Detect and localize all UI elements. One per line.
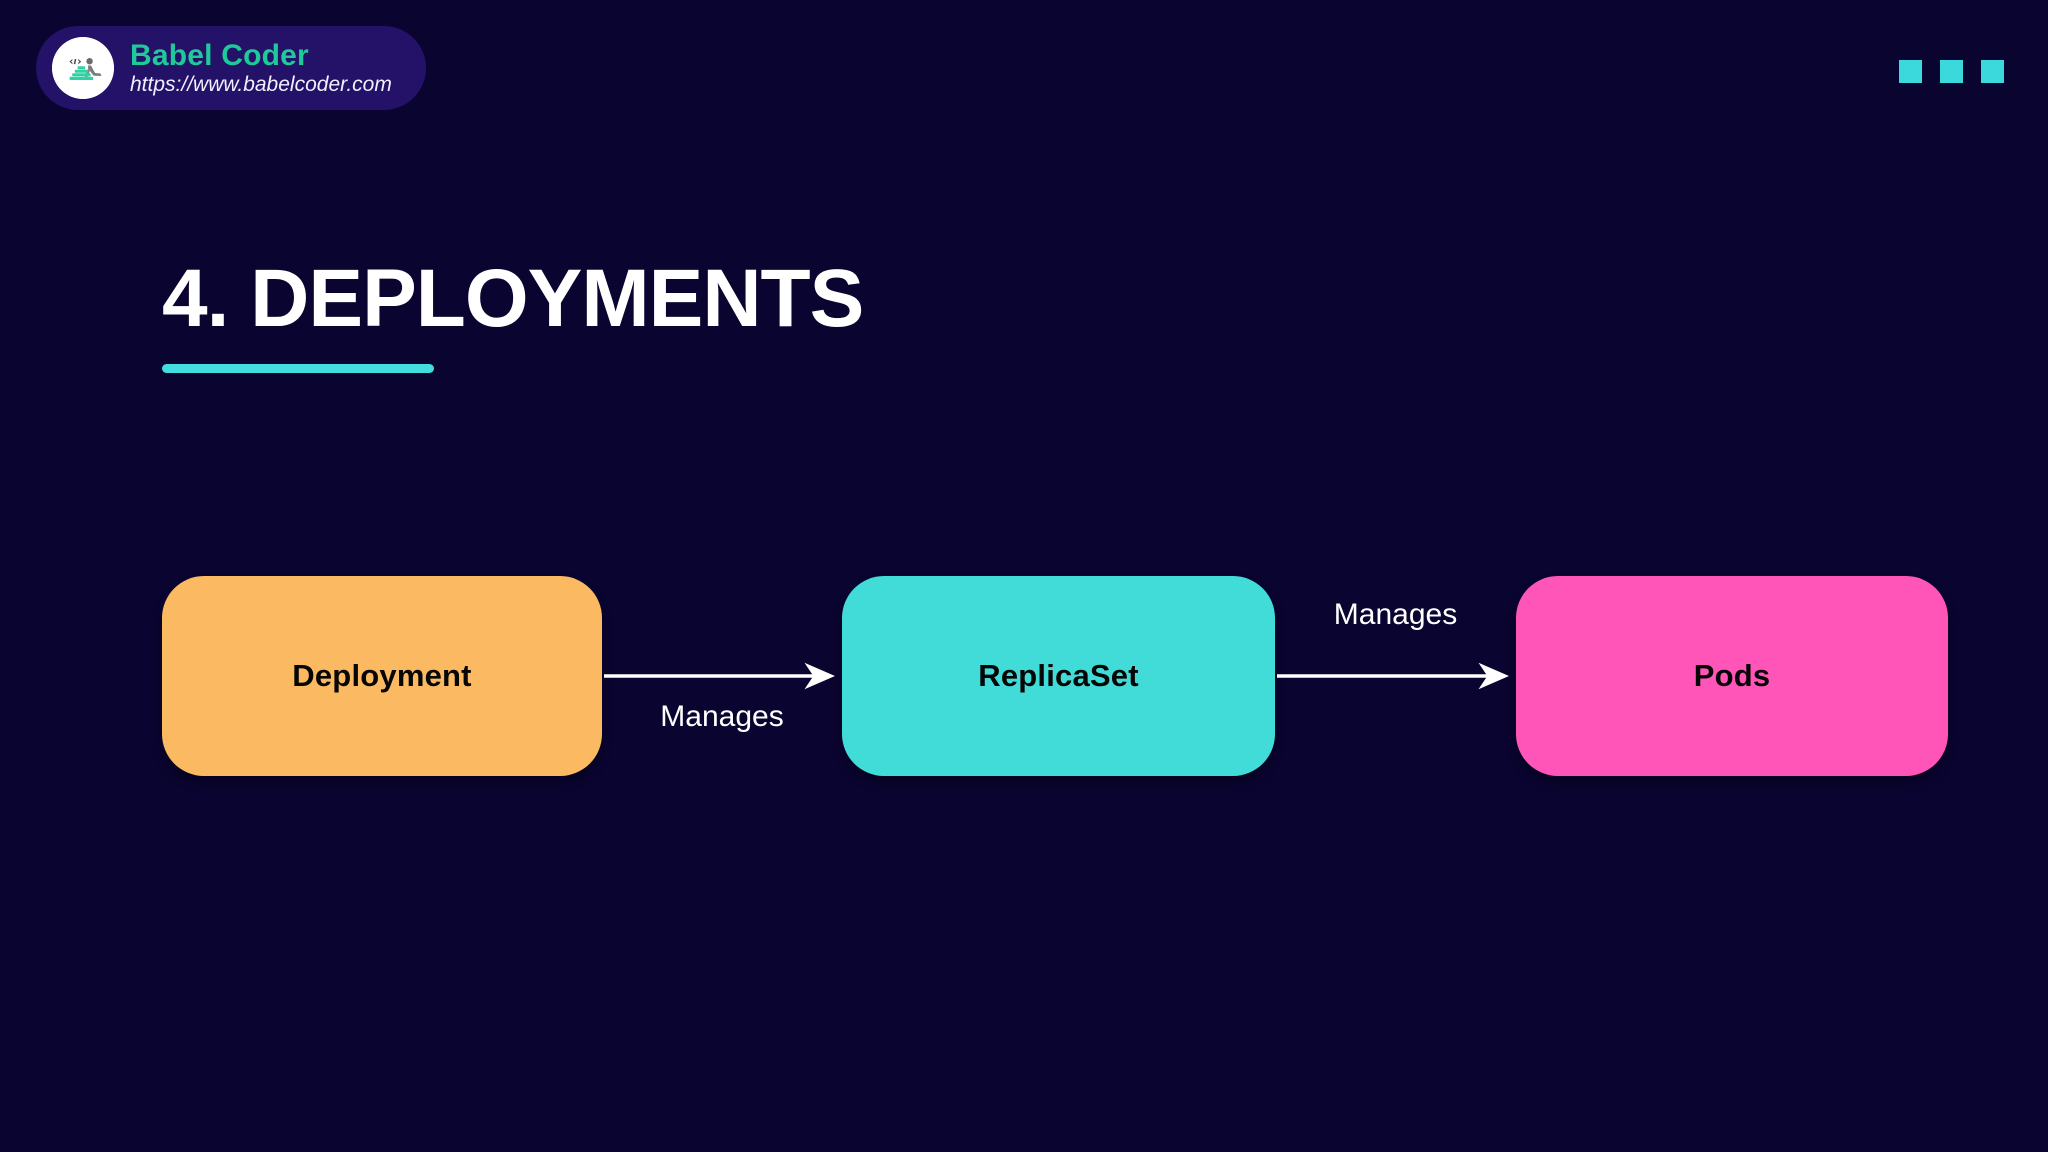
- brand-url[interactable]: https://www.babelcoder.com: [130, 73, 392, 97]
- node-replicaset-label: ReplicaSet: [978, 658, 1139, 693]
- edge-label-manages-1: Manages: [660, 700, 784, 733]
- edge-deployment-to-replicaset: Manages: [602, 576, 842, 776]
- node-pods[interactable]: Pods: [1516, 576, 1948, 776]
- edge-replicaset-to-pods: Manages: [1275, 576, 1516, 776]
- decor-square-icon-3: [1981, 60, 2004, 83]
- decor-square-icon-1: [1899, 60, 1922, 83]
- brand-text-group: Babel Coder https://www.babelcoder.com: [130, 40, 392, 97]
- babel-coder-pyramid-logo-icon: [52, 37, 114, 99]
- deployment-flow-diagram: Deployment Manages ReplicaSet: [0, 576, 2048, 776]
- page-title: 4. DEPLOYMENTS: [162, 253, 864, 344]
- decor-square-icon-2: [1940, 60, 1963, 83]
- title-block: 4. DEPLOYMENTS: [162, 253, 864, 373]
- node-replicaset[interactable]: ReplicaSet: [842, 576, 1275, 776]
- decor-squares-group: [1899, 60, 2004, 83]
- edge-label-manages-2: Manages: [1333, 598, 1458, 631]
- node-deployment[interactable]: Deployment: [162, 576, 602, 776]
- brand-badge[interactable]: Babel Coder https://www.babelcoder.com: [36, 26, 426, 110]
- node-pods-label: Pods: [1693, 658, 1771, 693]
- brand-name: Babel Coder: [130, 38, 309, 72]
- node-deployment-label: Deployment: [292, 658, 472, 693]
- title-underline: [162, 364, 434, 373]
